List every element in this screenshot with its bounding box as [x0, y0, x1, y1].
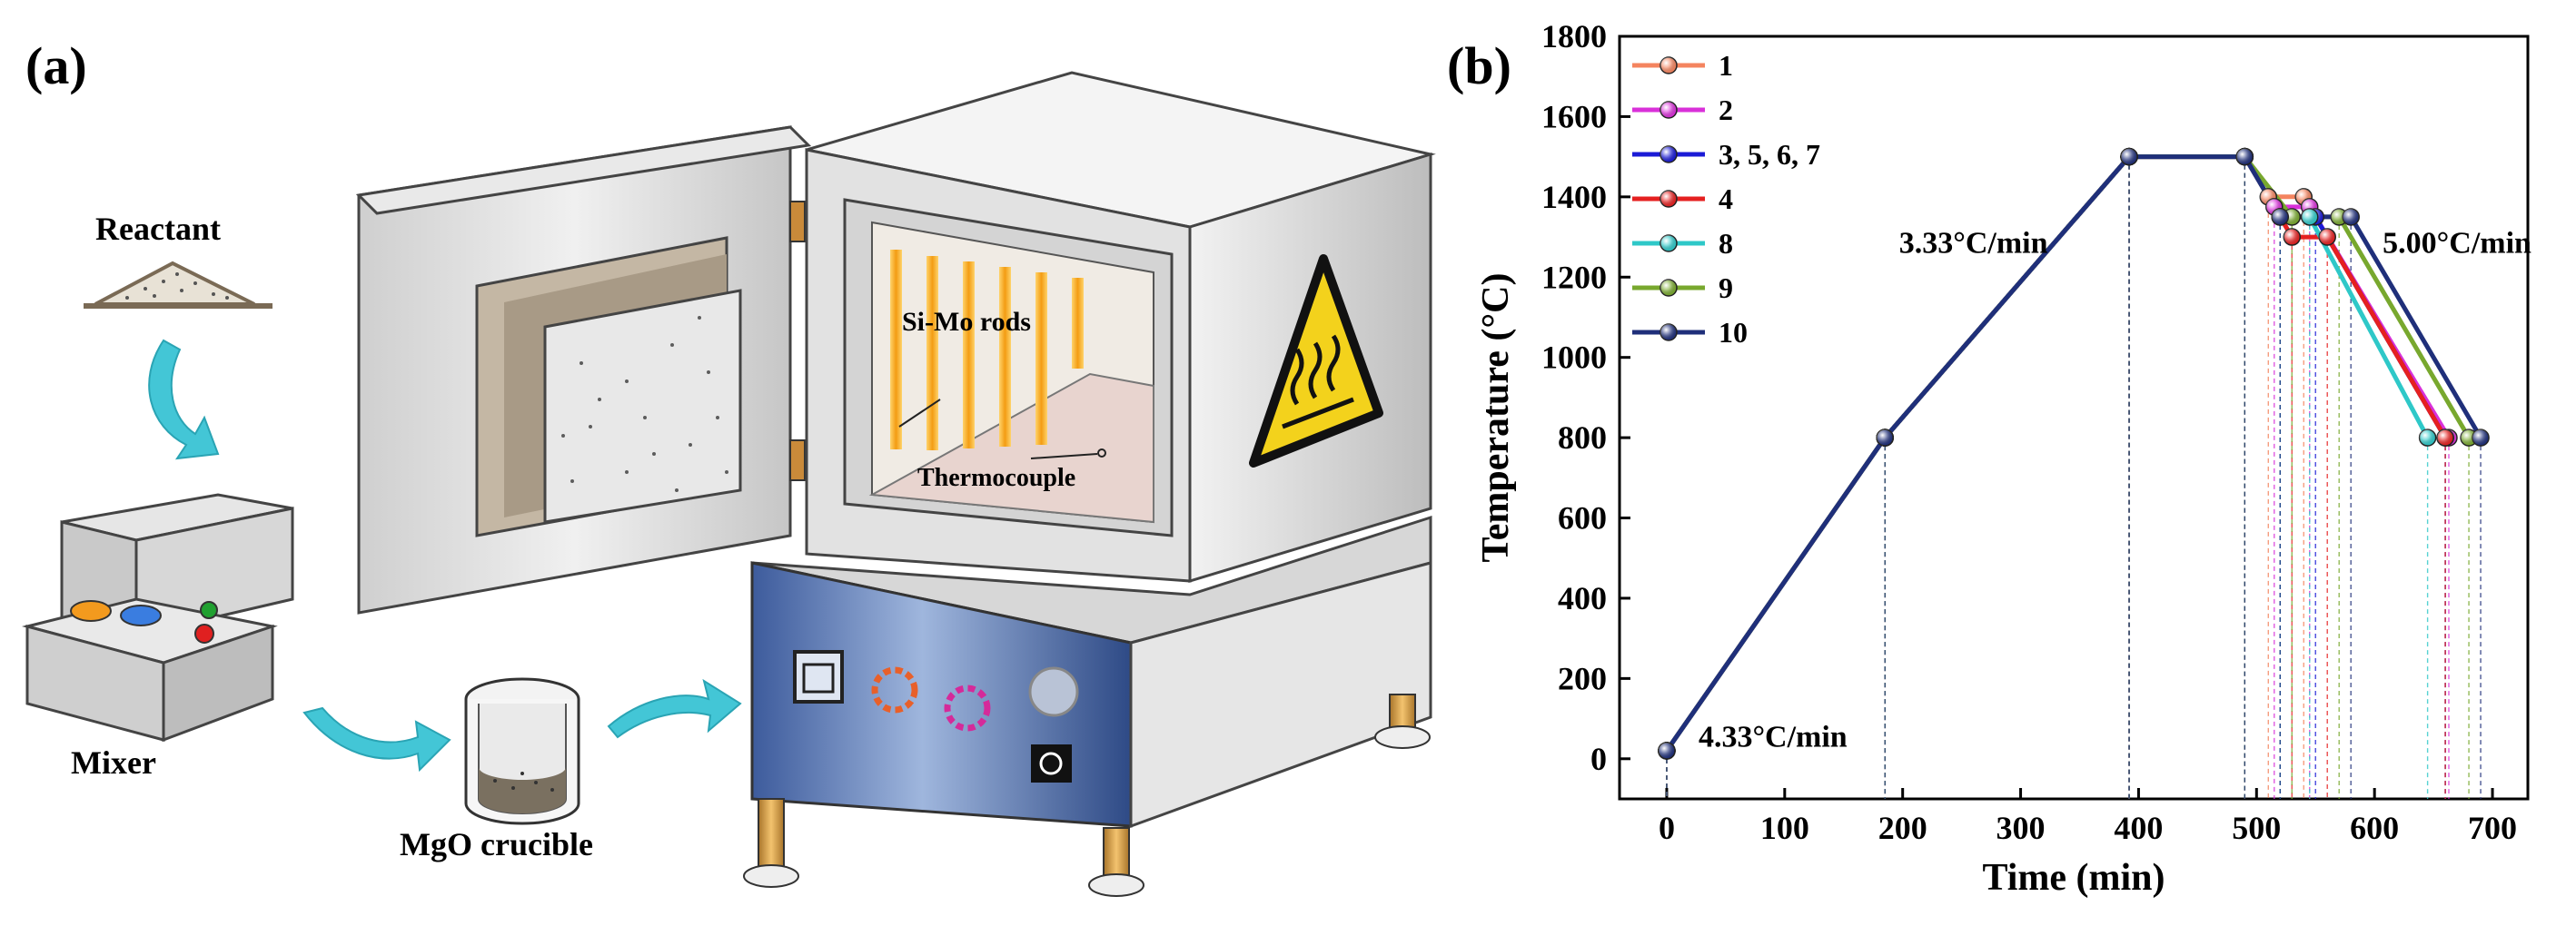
panel-a-label: (a)	[25, 36, 87, 95]
axis-ticks	[1620, 34, 2494, 799]
data-point	[2120, 147, 2138, 166]
data-point	[2235, 147, 2254, 166]
y-tick-label: 200	[1558, 660, 1607, 696]
panel-a: (a) Reactant Mixer	[22, 36, 1436, 897]
series-lines	[1664, 154, 2483, 753]
data-point	[2318, 228, 2336, 246]
legend-marker	[1660, 190, 1678, 208]
reactant-label: Reactant	[95, 211, 221, 247]
arrow-to-furnace-icon	[607, 678, 742, 739]
reactant-pile-icon	[84, 261, 272, 309]
y-axis-title: Temperature (°C)	[1475, 273, 1517, 563]
mixer-label: Mixer	[71, 744, 156, 781]
mixer-icon	[22, 493, 294, 743]
x-axis-title: Time (min)	[1982, 857, 2165, 899]
y-tick-label: 1000	[1541, 340, 1607, 376]
legend-label: 8	[1719, 227, 1733, 260]
arrow-to-mixer-icon	[148, 339, 220, 460]
panel-b: (b) 0 100 200 300 400 500 600 700 0 200 400 600 800 1…	[1447, 18, 2531, 899]
y-tick-label: 1600	[1541, 98, 1607, 134]
legend-label: 4	[1719, 182, 1733, 215]
x-tick-label: 200	[1878, 810, 1927, 846]
x-tick-label: 300	[1996, 810, 2046, 846]
si-mo-rods-label: Si-Mo rods	[902, 307, 1031, 337]
x-tick-label: 400	[2114, 810, 2163, 846]
y-tick-label: 1800	[1541, 18, 1607, 54]
legend-marker	[1660, 101, 1678, 119]
data-point	[2418, 429, 2437, 447]
legend-label: 3, 5, 6, 7	[1719, 138, 1820, 171]
data-point	[2271, 208, 2290, 226]
x-tick-label: 0	[1659, 810, 1675, 846]
series-line-1	[1664, 154, 2448, 753]
rate-annotation: 5.00°C/min	[2383, 227, 2531, 261]
crucible-label: MgO crucible	[400, 826, 593, 862]
rate-annotation: 4.33°C/min	[1699, 721, 1848, 754]
x-tick-label: 500	[2232, 810, 2281, 846]
legend-label: 1	[1719, 49, 1733, 82]
series-line-3-5-6-7	[1664, 154, 2448, 753]
crucible-icon	[464, 677, 580, 825]
y-tick-label: 1400	[1541, 179, 1607, 215]
chart-legend: 1 2 3, 5, 6, 7 4 8 9 10	[1632, 49, 1820, 349]
thermocouple-label: Thermocouple	[917, 464, 1075, 492]
furnace-door-icon	[355, 125, 812, 615]
panel-b-label: (b)	[1447, 36, 1511, 95]
data-point	[1658, 742, 1676, 760]
series-line-9	[1664, 154, 2472, 753]
y-tick-label: 0	[1590, 741, 1607, 777]
legend-label: 10	[1719, 316, 1748, 349]
plot-frame	[1618, 34, 2530, 801]
drop-lines	[1666, 156, 2482, 799]
furnace-body-icon	[743, 71, 1436, 897]
y-tick-label: 800	[1558, 419, 1607, 456]
x-tick-label: 100	[1760, 810, 1809, 846]
y-tick-label: 400	[1558, 580, 1607, 616]
y-tick-label: 600	[1558, 500, 1607, 537]
series-line-4	[1664, 154, 2448, 753]
legend-marker	[1660, 145, 1678, 163]
legend-label: 2	[1719, 94, 1733, 126]
data-point	[1876, 429, 1894, 447]
y-tick-label: 1200	[1541, 259, 1607, 295]
chart-annotations: 4.33°C/min 3.33°C/min 5.00°C/min	[1699, 227, 2531, 754]
legend-label: 9	[1719, 271, 1733, 304]
data-point	[2436, 429, 2454, 447]
x-tick-label: 700	[2468, 810, 2517, 846]
legend-marker	[1660, 234, 1678, 252]
data-point	[2300, 208, 2319, 226]
data-point	[2472, 429, 2490, 447]
x-tick-label: 600	[2350, 810, 2399, 846]
legend-marker	[1660, 279, 1678, 297]
legend-marker	[1660, 56, 1678, 74]
legend-marker	[1660, 323, 1678, 341]
axis-tick-labels: 0 100 200 300 400 500 600 700 0 200 400 600 800 1000 1…	[1541, 18, 2517, 846]
arrow-to-crucible-icon	[302, 706, 451, 773]
data-point	[2283, 228, 2302, 246]
data-point	[2342, 208, 2360, 226]
rate-annotation: 3.33°C/min	[1899, 227, 2048, 261]
series-points	[1658, 147, 2490, 760]
